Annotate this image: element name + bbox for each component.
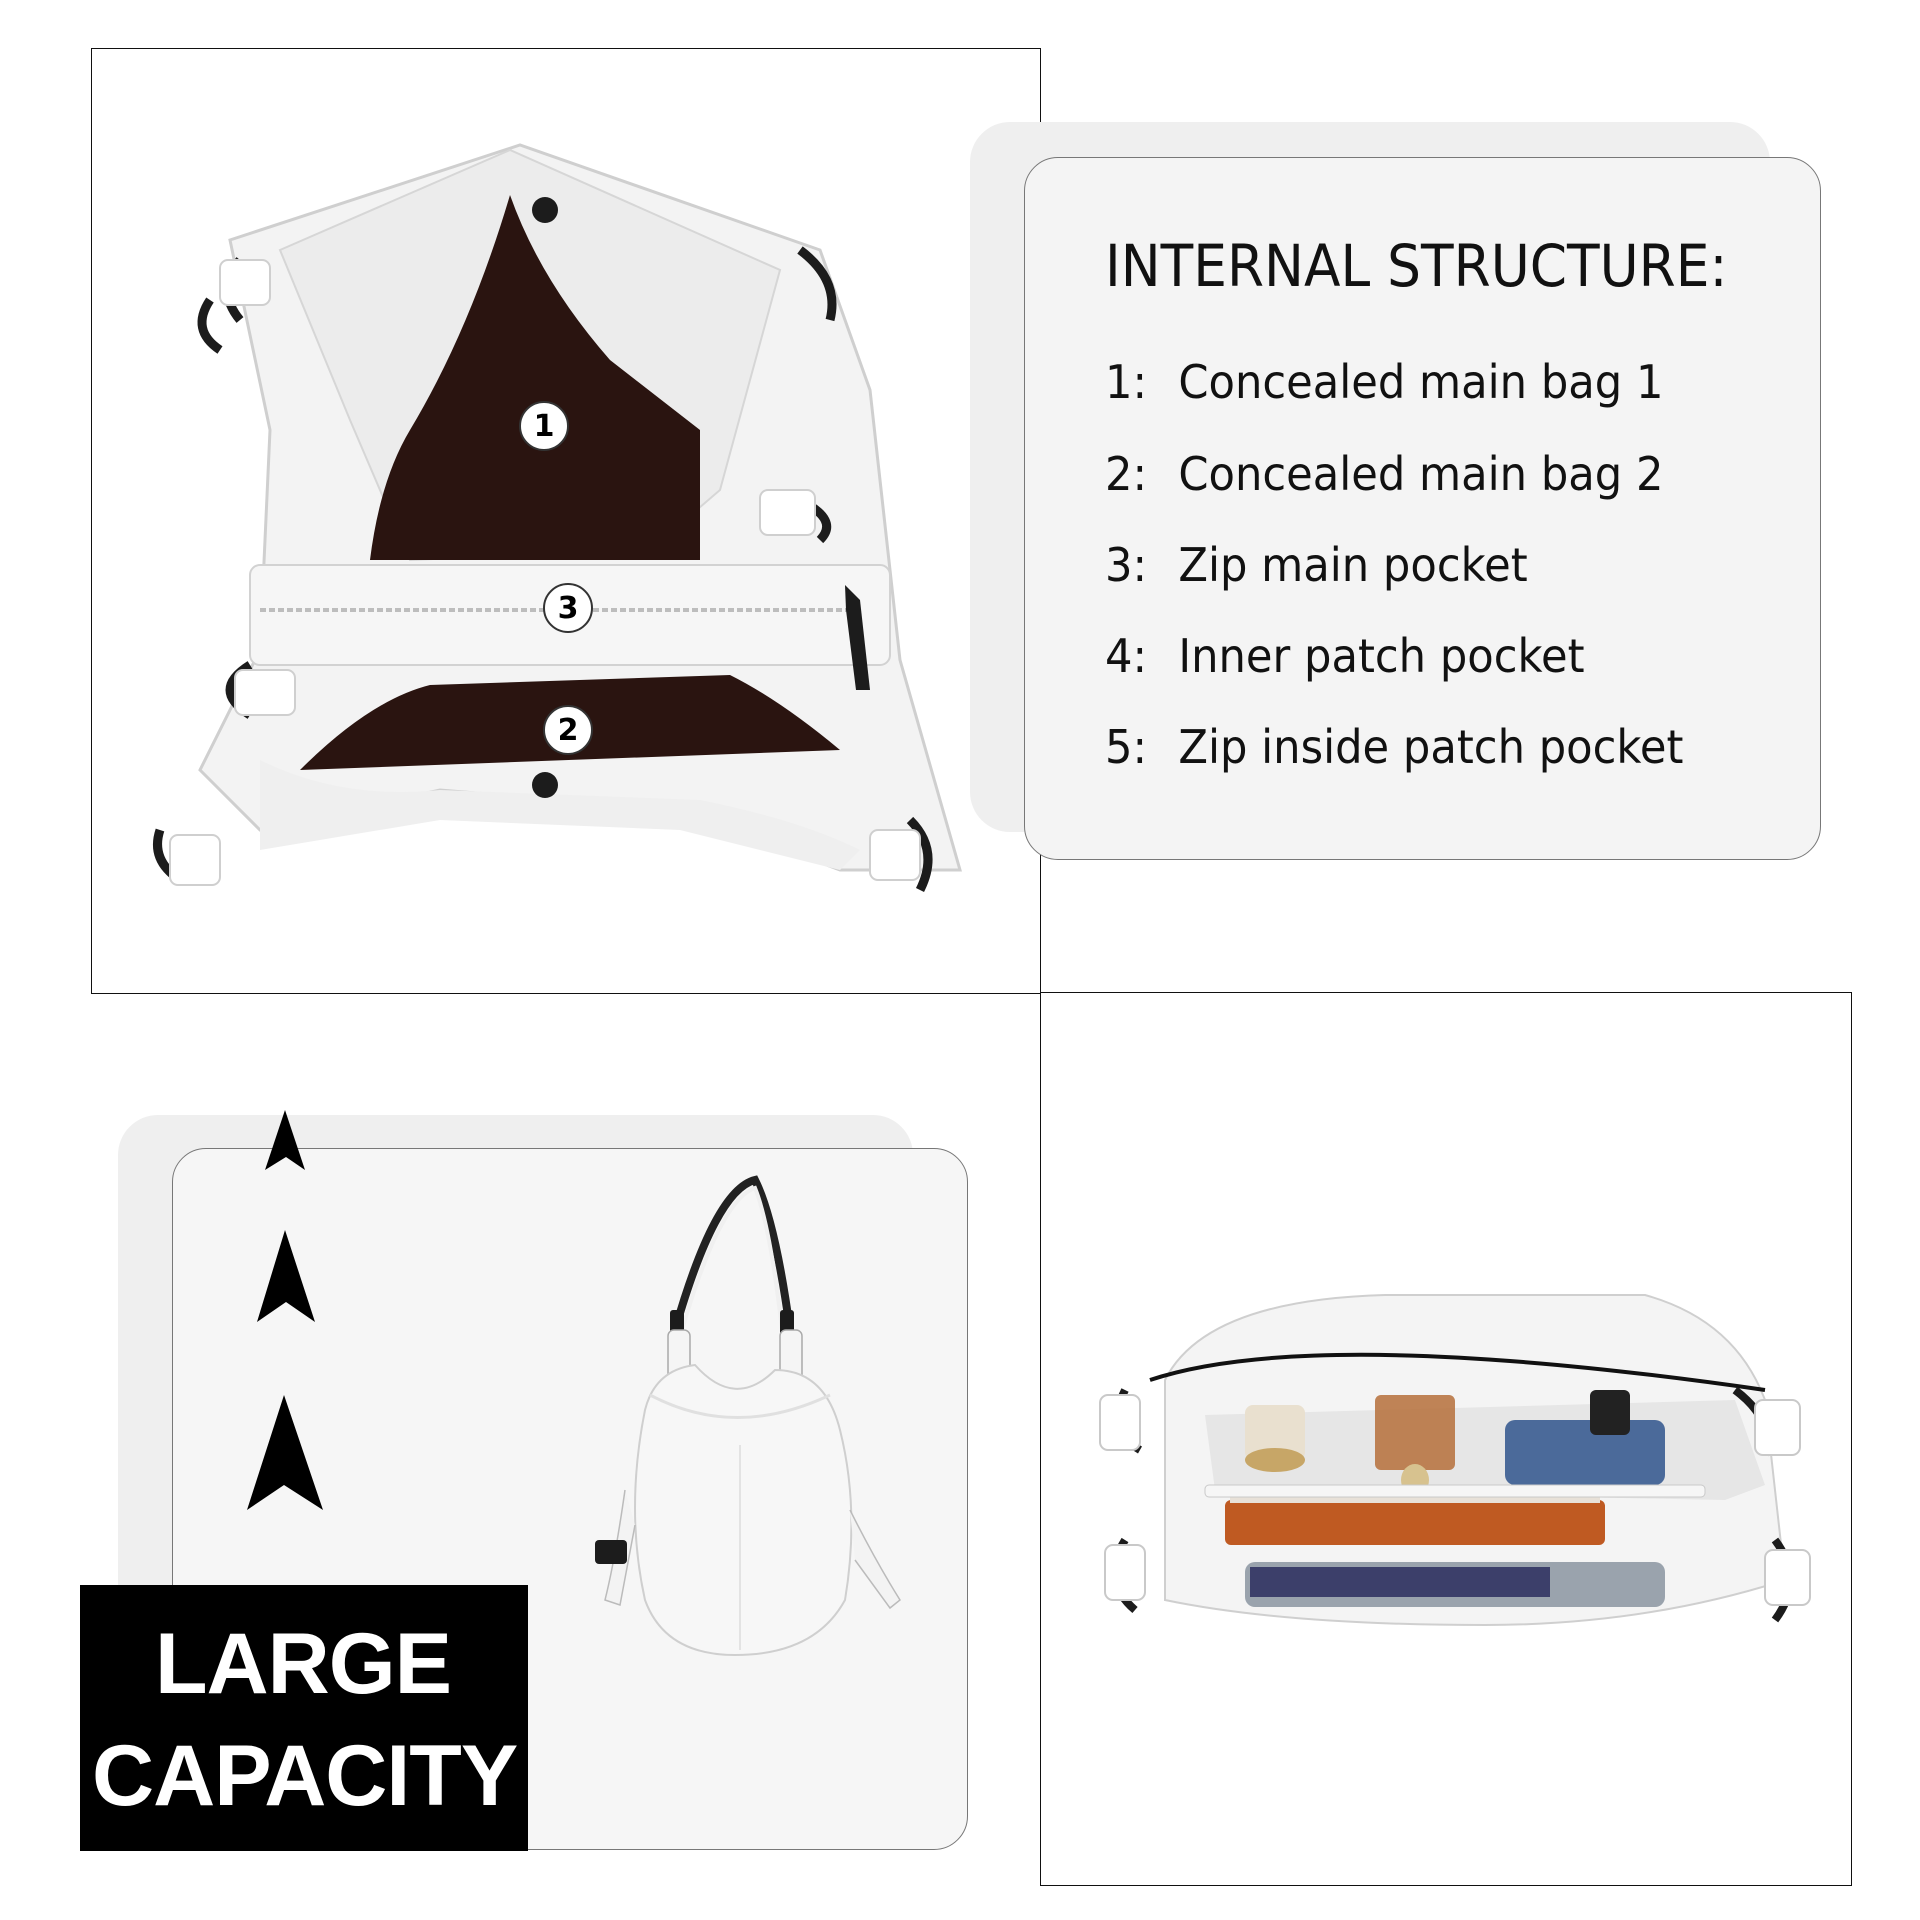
list-item-label: Zip inside patch pocket (1178, 720, 1684, 774)
marker-1: 1 (519, 401, 569, 451)
bag-body-front (634, 1363, 853, 1657)
bottom-right-frame (1040, 992, 1852, 1886)
badge-line-capacity: CAPACITY (92, 1728, 518, 1824)
list-item-number: 3: (1105, 538, 1148, 592)
cosmetic-jar (1245, 1405, 1305, 1460)
bag-strap (671, 1175, 794, 1332)
list-item: 4: Inner patch pocket (1105, 629, 1585, 683)
marker-3: 3 (543, 583, 593, 633)
bag-interior-photo (153, 143, 962, 893)
list-item-number: 5: (1105, 720, 1148, 774)
info-card (1024, 157, 1821, 860)
list-item: 5: Zip inside patch pocket (1105, 720, 1683, 774)
arrow-up-icon (265, 1110, 305, 1170)
internal-structure-title: INTERNAL STRUCTURE: (1105, 232, 1728, 300)
large-capacity-badge (80, 1585, 528, 1851)
list-item: 1: Concealed main bag 1 (1105, 355, 1663, 409)
list-item-label: Concealed main bag 2 (1178, 447, 1664, 501)
up-arrows (247, 1110, 323, 1510)
list-item-label: Zip main pocket (1178, 538, 1528, 592)
list-item: 3: Zip main pocket (1105, 538, 1528, 592)
badge-line-large: LARGE (155, 1616, 452, 1712)
arrow-up-icon (247, 1395, 323, 1510)
list-item-number: 1: (1105, 355, 1148, 409)
list-item-number: 4: (1105, 629, 1148, 683)
list-item: 2: Concealed main bag 2 (1105, 447, 1663, 501)
arrow-up-icon (257, 1230, 315, 1322)
main-bag-1-opening (370, 195, 700, 560)
list-item-number: 2: (1105, 447, 1148, 501)
shoulder-bag-photo (595, 1175, 901, 1657)
list-item-label: Concealed main bag 1 (1178, 355, 1664, 409)
bag-contents-photo (1099, 1294, 1811, 1627)
smartphone (1505, 1420, 1665, 1485)
list-item-label: Inner patch pocket (1178, 629, 1585, 683)
marker-2: 2 (543, 705, 593, 755)
perfume-bottle (1375, 1395, 1455, 1470)
notebook (1225, 1500, 1605, 1545)
